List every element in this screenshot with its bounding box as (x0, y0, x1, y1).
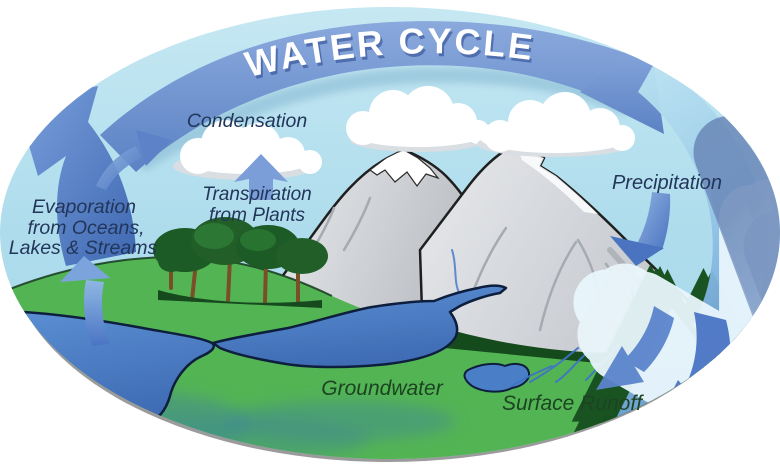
transpiration-arrow-icon (234, 154, 288, 200)
evaporation-label-line3: Lakes & Streams (9, 237, 158, 259)
mountain-ridge-snow (516, 140, 598, 214)
bare-tree (731, 345, 745, 369)
transpiration-label-line1: Transpiration (202, 184, 311, 205)
precipitation-arrow-icon (610, 192, 671, 266)
lake-evaporation-arrow-icon (60, 256, 110, 346)
rain-cloud-left-icon (346, 86, 490, 152)
cycle-top-arrowhead-icon (580, 38, 664, 134)
evaporation-arrow-icon (16, 86, 136, 266)
mountain-snowcap (368, 149, 440, 188)
transpiration-label-line2: from Plants (209, 205, 306, 226)
condensation-cloud-icon (173, 120, 322, 180)
groundwater-label: Groundwater (321, 377, 443, 400)
evaporation-label-line1: Evaporation (32, 196, 136, 218)
vapor-transport-arrow-icon (96, 130, 172, 190)
deciduous-forest (153, 217, 328, 308)
surface-runoff-arrow-small-icon (596, 306, 674, 390)
mountain-lake-river (211, 284, 508, 369)
rain-cloud-right-icon (477, 92, 635, 157)
precipitation-label: Precipitation (612, 172, 722, 194)
sky-band-shade (135, 66, 632, 172)
diagram-labels: Condensation Transpiration from Plants E… (9, 110, 722, 415)
evaporation-label-line2: from Oceans, (27, 217, 144, 239)
condensation-label: Condensation (187, 110, 307, 132)
cycle-top-arrow-band (100, 21, 640, 172)
surface-runoff-label: Surface Runoff (502, 392, 644, 415)
